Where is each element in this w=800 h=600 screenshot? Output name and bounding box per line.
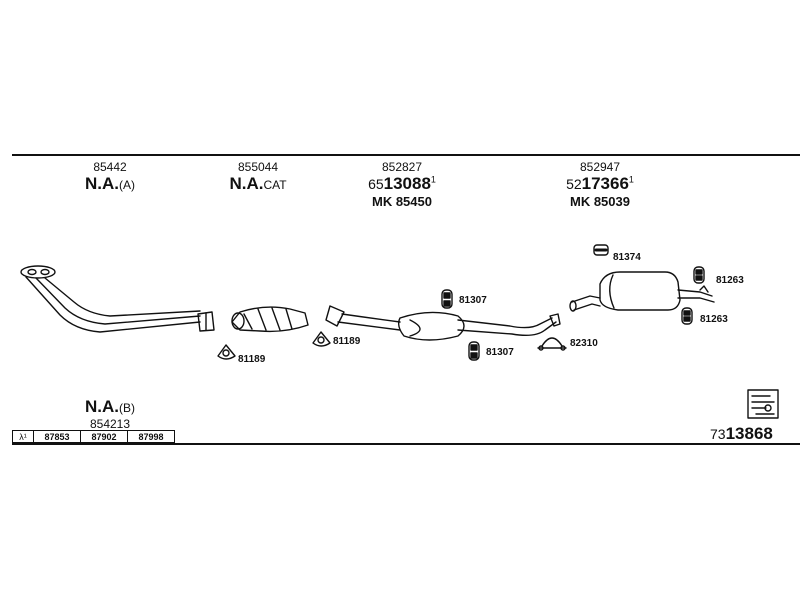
header-column-3: 852827 65130881 MK 85450 <box>327 160 477 209</box>
hanger-4-label: 81263 <box>716 275 744 286</box>
hanger-4-icon <box>693 266 705 284</box>
hanger-5-icon <box>681 307 693 325</box>
part-code: 852827 <box>381 160 423 174</box>
bottom-left-variant: N.A.(B) 854213 <box>35 397 185 431</box>
line2-sup: 1 <box>628 174 634 185</box>
lambda-value-3: 87998 <box>127 430 175 443</box>
part-code: 85442 <box>93 160 127 174</box>
line2-prefix: 52 <box>566 176 582 192</box>
gasket-2-icon <box>312 331 331 347</box>
line2-sup: 1 <box>430 174 436 185</box>
gasket-1-label: 81189 <box>238 354 266 365</box>
label-rest: (B) <box>119 401 135 415</box>
catalog-prefix: 73 <box>710 426 726 442</box>
mk-code: MK 85450 <box>372 194 432 209</box>
hanger-3-label: 81374 <box>613 252 641 263</box>
catalytic-converter <box>231 306 309 333</box>
lambda-symbol: λ¹ <box>12 430 34 443</box>
hanger-3-icon <box>593 244 609 256</box>
line2-prefix: 65 <box>368 176 384 192</box>
label-bold: N.A. <box>229 174 264 193</box>
hanger-2-icon <box>468 341 480 361</box>
front-pipe <box>20 265 215 333</box>
line2-bold: 17366 <box>581 174 629 193</box>
label-bold: N.A. <box>85 397 119 416</box>
hanger-1-icon <box>441 289 453 309</box>
gasket-1-icon <box>217 344 236 360</box>
header-column-2: 855044 N.A.CAT <box>183 160 333 194</box>
top-divider-line <box>12 154 800 156</box>
rear-silencer <box>569 271 715 312</box>
catalog-number: 7313868 <box>710 424 773 444</box>
catalog-bold: 13868 <box>725 424 773 443</box>
label-bold: N.A. <box>85 174 119 193</box>
part-code: 854213 <box>89 417 131 431</box>
hanger-5-label: 81263 <box>700 314 728 325</box>
header-column-1: 85442 N.A.(A) <box>35 160 185 194</box>
hanger-2-label: 81307 <box>486 347 514 358</box>
middle-silencer <box>325 305 561 341</box>
part-code: 855044 <box>237 160 279 174</box>
clamp-label: 82310 <box>570 338 598 349</box>
label-rest: (A) <box>119 178 135 192</box>
assembly-symbol-icon <box>747 389 779 419</box>
hanger-1-label: 81307 <box>459 295 487 306</box>
gasket-2-label: 81189 <box>333 336 361 347</box>
line2-bold: 13088 <box>383 174 431 193</box>
lambda-value-1: 87853 <box>33 430 81 443</box>
lambda-sensor-table: λ¹ 87853 87902 87998 <box>12 430 175 443</box>
mk-code: MK 85039 <box>570 194 630 209</box>
lambda-value-2: 87902 <box>80 430 128 443</box>
bottom-divider-line <box>12 443 800 445</box>
header-column-4: 852947 52173661 MK 85039 <box>525 160 675 209</box>
part-code: 852947 <box>579 160 621 174</box>
label-rest: CAT <box>263 178 287 192</box>
clamp-icon <box>537 337 567 351</box>
